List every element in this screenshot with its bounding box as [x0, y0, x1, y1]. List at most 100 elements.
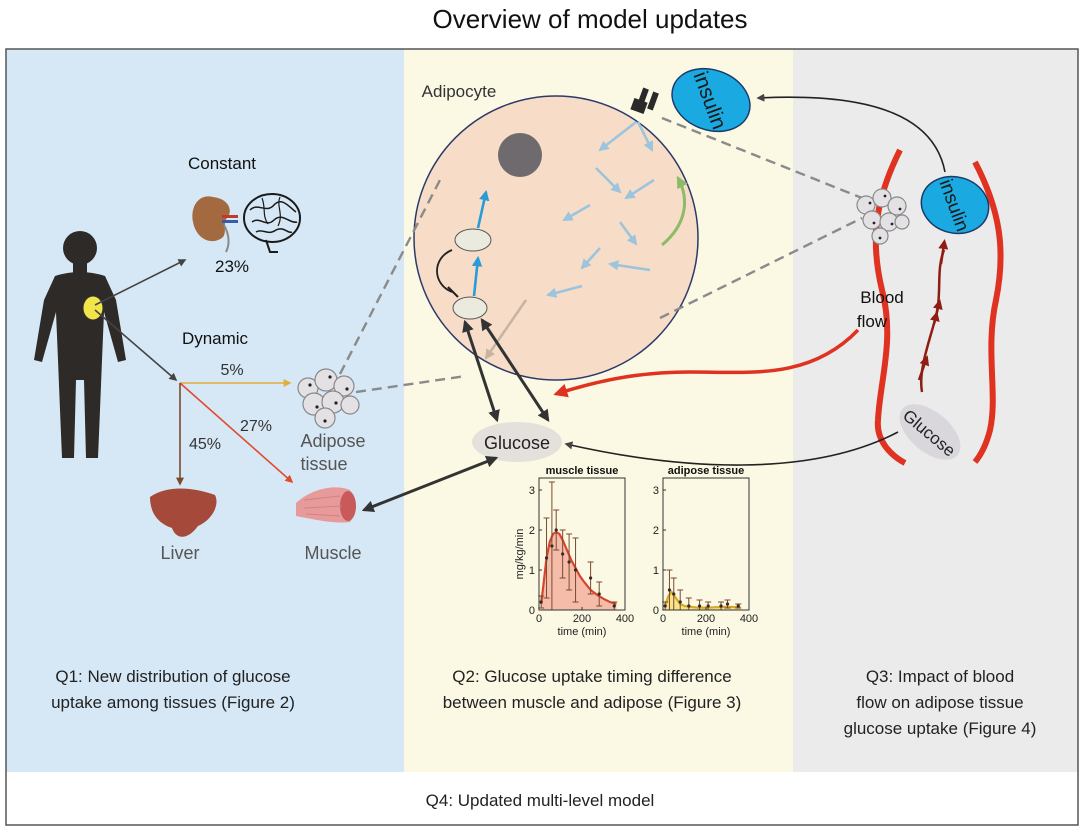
panel-q3-background	[793, 49, 1078, 772]
arrow-to-constant	[94, 259, 187, 306]
chart-data-point	[663, 604, 667, 608]
chart-y-tick-label: 3	[529, 485, 535, 497]
stomach-icon	[82, 295, 104, 321]
chart-data-point	[561, 552, 565, 556]
insulin-signal-arrow	[756, 93, 946, 173]
muscle-icon	[296, 487, 356, 523]
chart-y-tick-label: 1	[529, 565, 535, 577]
glucose-blood-bubble	[899, 404, 961, 460]
glut-membrane-vesicle	[452, 296, 488, 320]
label-pct-adipose: 5%	[220, 362, 243, 379]
chart-x-label: time (min)	[682, 626, 731, 638]
chart-y-tick-label: 3	[653, 485, 659, 497]
feedback-arrow-green	[661, 175, 688, 247]
label-glucose: Glucose	[484, 433, 550, 453]
arrow-to-dynamic	[94, 309, 178, 382]
glut-storage-vesicle	[454, 228, 492, 252]
chart-data-point	[672, 592, 676, 596]
label-dynamic: Dynamic	[182, 329, 249, 348]
chart-data-point	[736, 604, 740, 608]
translocation-arrow-top	[476, 189, 490, 229]
chart-x-tick-label: 0	[660, 613, 666, 625]
insulin-blood-bubble	[920, 175, 990, 235]
chart-data-point	[573, 568, 578, 572]
blood-flow-to-adipocyte-arrow	[553, 328, 860, 398]
liver-icon	[150, 488, 217, 537]
insulin-receptor-icon	[630, 87, 659, 115]
adipose-small-nuclei	[868, 194, 902, 240]
label-constant: Constant	[188, 154, 256, 173]
panel-q4-background	[6, 772, 1078, 825]
blood-vessel-walls	[872, 148, 1004, 466]
question-q2-line2: between muscle and adipose (Figure 3)	[443, 693, 742, 712]
chart-data-point	[539, 600, 543, 604]
chart-data-point	[550, 544, 554, 548]
question-q3-line1: Q3: Impact of blood	[866, 667, 1014, 686]
adipose-cluster-nuclei	[308, 375, 349, 423]
question-q4: Q4: Updated multi-level model	[426, 791, 655, 810]
adipose-uptake-chart: 0 200 400 0 1 2 3 adipose tissue time (min)	[653, 465, 758, 638]
label-blood-line2: flow	[857, 312, 888, 331]
figure-title: Overview of model updates	[432, 4, 747, 34]
label-adipose-line2: tissue	[300, 454, 347, 474]
chart-x-label: time (min)	[558, 626, 607, 638]
chart-x-tick-label: 200	[573, 613, 591, 625]
chart-area-fill	[541, 532, 617, 610]
label-pct-liver: 45%	[189, 436, 221, 453]
chart-title: adipose tissue	[668, 465, 744, 477]
label-adipocyte: Adipocyte	[422, 82, 497, 101]
chart-data-point	[697, 604, 702, 608]
label-liver: Liver	[160, 543, 199, 563]
chart-y-tick-label: 0	[653, 605, 659, 617]
chart-data-point	[687, 604, 691, 608]
chart-data-point	[567, 560, 571, 564]
chart-y-tick-label: 1	[653, 565, 659, 577]
brain-icon	[243, 193, 301, 253]
chart-data-point	[589, 576, 593, 580]
label-muscle: Muscle	[304, 543, 361, 563]
chart-data-point	[725, 602, 730, 606]
dashed-connectors	[338, 116, 863, 394]
kidney-icon	[192, 196, 238, 253]
chart-y-tick-label: 0	[529, 605, 535, 617]
chart-y-tick-label: 2	[653, 525, 659, 537]
inhibition-loop	[436, 249, 453, 293]
chart-x-tick-label: 400	[740, 613, 758, 625]
adipose-cluster-small-icon	[856, 188, 910, 245]
translocation-arrow-bottom	[471, 255, 483, 297]
figure-frame	[5, 48, 1079, 826]
adipose-cluster-icon	[297, 368, 360, 429]
question-q1-line1: Q1: New distribution of glucose	[55, 667, 290, 686]
label-pct-constant: 23%	[215, 257, 249, 276]
arrow-to-muscle	[179, 382, 294, 484]
glucose-muscle-arrow	[361, 455, 499, 513]
question-q3-line2: flow on adipose tissue	[856, 693, 1023, 712]
chart-data-point	[667, 588, 672, 592]
chart-y-label: mg/kg/min	[514, 529, 526, 580]
chart-data-point	[554, 528, 558, 532]
chart-x-tick-label: 0	[536, 613, 542, 625]
nucleus-icon	[498, 133, 542, 177]
insulin-receptor-bubble	[671, 67, 751, 133]
chart-data-point	[706, 604, 710, 608]
chart-data-point	[678, 600, 682, 604]
signaling-arrows	[545, 120, 655, 298]
question-q3-line3: glucose uptake (Figure 4)	[844, 719, 1037, 738]
glucose-blood-to-interstitial-arrow	[564, 431, 899, 466]
blood-flow-arrows	[917, 239, 949, 393]
chart-x-tick-label: 200	[697, 613, 715, 625]
question-q1-line2: uptake among tissues (Figure 2)	[51, 693, 295, 712]
chart-data-point	[597, 592, 601, 596]
question-q2-line1: Q2: Glucose uptake timing difference	[452, 667, 731, 686]
chart-title: muscle tissue	[546, 465, 619, 477]
inhibition-bar	[447, 286, 459, 298]
chart-data-point	[719, 604, 723, 608]
label-adipose-line1: Adipose	[300, 431, 365, 451]
label-pct-muscle: 27%	[240, 418, 272, 435]
chart-data-point	[544, 556, 549, 560]
glucose-interstitial	[472, 422, 562, 462]
chart-x-tick-label: 400	[616, 613, 634, 625]
